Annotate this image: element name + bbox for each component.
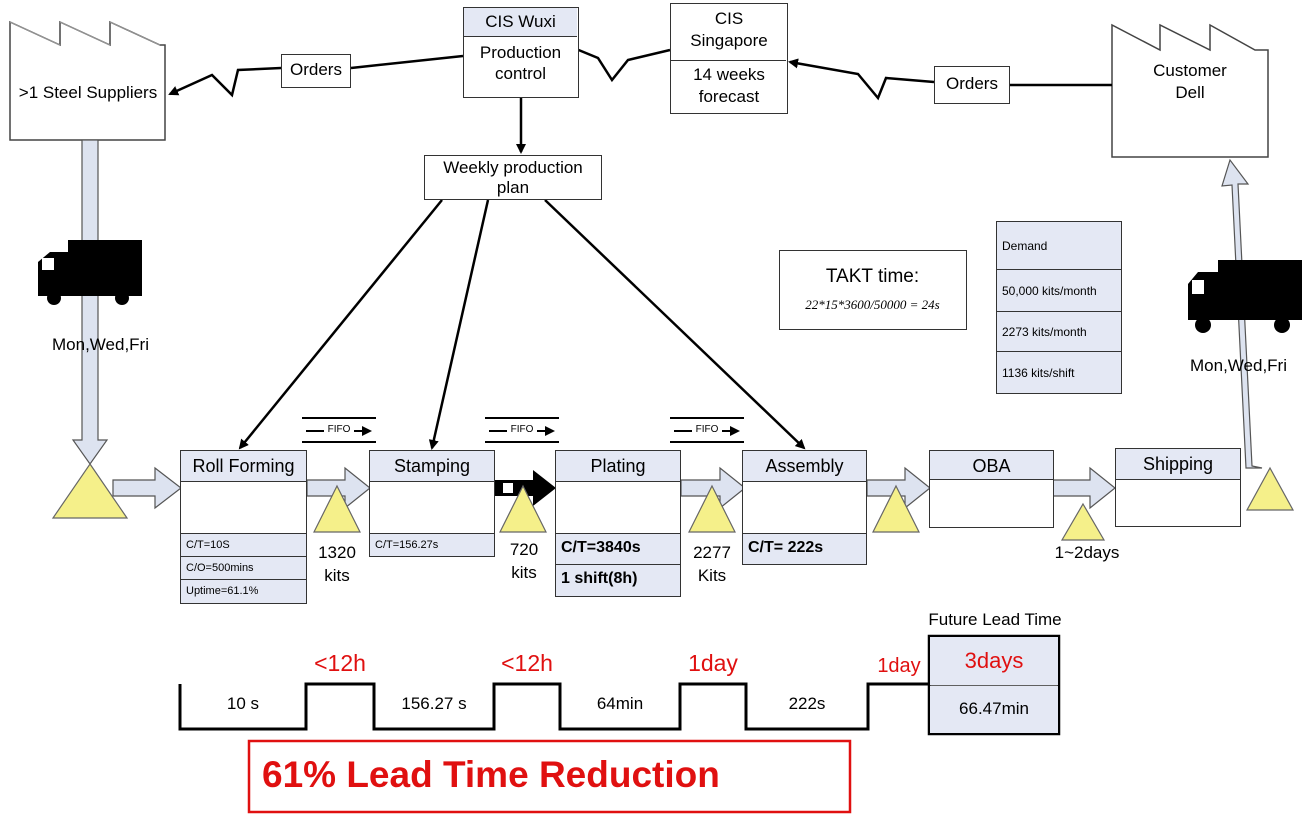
inventory-label-4: 1~2days	[1054, 543, 1120, 562]
process-time-2: 156.27 s	[401, 694, 467, 713]
takt-time-box: TAKT time: 22*15*3600/50000 = 24s	[779, 250, 967, 330]
process-oba: OBA	[929, 450, 1054, 480]
process-time-3: 64min	[596, 694, 644, 713]
total-process-time: 66.47min	[959, 699, 1029, 718]
process-time-1: 10 s	[226, 694, 260, 713]
takt-time-title: TAKT time:	[825, 266, 920, 287]
truck-icon-left	[38, 240, 142, 305]
cis-singapore-box: CIS Singapore 14 weeks forecast	[670, 3, 788, 114]
banner-frame	[247, 739, 852, 814]
process-stamping: Stamping	[369, 450, 495, 482]
inventory-label-1: 1320 kits	[318, 543, 356, 585]
weekly-plan-box: Weekly production plan	[424, 155, 602, 200]
future-lead-time-label: Future Lead Time	[928, 610, 1062, 629]
orders-box-left: Orders	[281, 54, 351, 88]
wait-time-3: 1day	[688, 650, 738, 676]
lead-time-summary-frame	[927, 634, 1061, 736]
wait-time-2: <12h	[501, 650, 553, 676]
plating-ct: C/T=3840s	[555, 533, 681, 565]
supplier-label: >1 Steel Suppliers	[18, 83, 158, 102]
inventory-label-2: 720 kits	[509, 540, 539, 582]
cis-singapore-title: CIS Singapore	[690, 9, 768, 50]
orders-box-right: Orders	[934, 66, 1010, 104]
fifo-label-1: FIFO	[324, 424, 354, 435]
supply-arrow	[71, 139, 109, 466]
supplier-factory-icon	[9, 20, 166, 141]
information-flow	[168, 42, 1112, 450]
process-time-4: 222s	[788, 694, 826, 713]
customer-company: Dell	[1175, 83, 1205, 102]
roll-forming-uptime: Uptime=61.1%	[180, 579, 307, 604]
fifo-lanes	[302, 417, 744, 443]
cis-wuxi-box: CIS Wuxi Production control	[463, 7, 579, 98]
assembly-ct: C/T= 222s	[742, 533, 867, 565]
demand-row-1: 50,000 kits/month	[996, 269, 1122, 312]
roll-forming-ct: C/T=10S	[180, 533, 307, 557]
process-shipping: Shipping	[1115, 448, 1241, 480]
lead-time-reduction-banner: 61% Lead Time Reduction	[262, 754, 720, 795]
customer-name: Customer	[1153, 61, 1227, 80]
fifo-label-3: FIFO	[692, 424, 722, 435]
customer-factory-icon	[1111, 23, 1269, 158]
total-lead-time: 3days	[964, 648, 1024, 673]
demand-row-2: 2273 kits/month	[996, 311, 1122, 352]
truck-icon-right	[1188, 260, 1302, 333]
wait-time-1: <12h	[314, 650, 366, 676]
lead-time-ladder	[178, 682, 930, 731]
inventory-label-3: 2277 Kits	[693, 543, 731, 585]
takt-time-formula: 22*15*3600/50000 = 24s	[805, 297, 940, 312]
delivery-schedule-right: Mon,Wed,Fri	[1190, 356, 1287, 375]
wait-time-4: 1day	[877, 655, 921, 677]
stamping-ct: C/T=156.27s	[369, 533, 495, 557]
process-plating: Plating	[555, 450, 681, 482]
roll-forming-co: C/O=500mins	[180, 556, 307, 580]
inventory-triangles	[51, 462, 1295, 541]
fifo-label-2: FIFO	[507, 424, 537, 435]
process-assembly: Assembly	[742, 450, 867, 482]
demand-header: Demand	[996, 221, 1122, 270]
plating-shift: 1 shift(8h)	[555, 564, 681, 597]
customer-label: Customer Dell	[1112, 60, 1268, 104]
cis-wuxi-title: CIS Wuxi	[464, 8, 577, 37]
delivery-schedule-left: Mon,Wed,Fri	[52, 335, 149, 354]
cis-wuxi-body: Production control	[479, 43, 562, 83]
demand-row-3: 1136 kits/shift	[996, 351, 1122, 394]
process-roll-forming: Roll Forming	[180, 450, 307, 482]
cis-singapore-body: 14 weeks forecast	[693, 65, 765, 106]
